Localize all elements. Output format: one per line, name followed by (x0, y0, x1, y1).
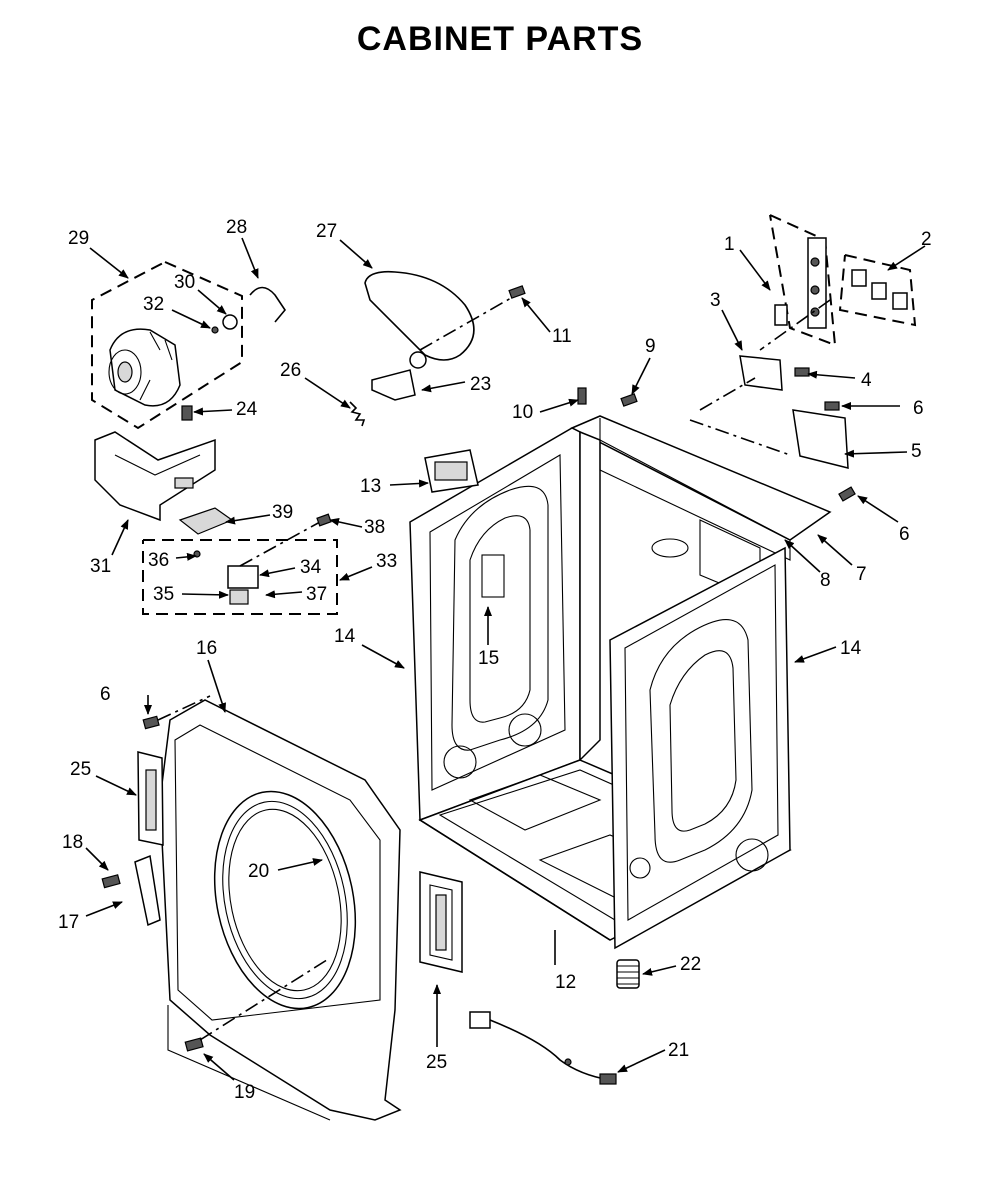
callout-12: 12 (555, 972, 576, 993)
callout-3: 3 (710, 290, 721, 311)
callout-6: 6 (100, 684, 111, 705)
callout-25: 25 (426, 1052, 447, 1073)
callout-7: 7 (856, 564, 867, 585)
callout-16: 16 (196, 638, 217, 659)
callout-25: 25 (70, 759, 91, 780)
callout-30: 30 (174, 272, 195, 293)
callout-27: 27 (316, 221, 337, 242)
callout-4: 4 (861, 370, 872, 391)
callout-14: 14 (334, 626, 356, 647)
callout-11: 11 (552, 326, 572, 347)
callout-8: 8 (820, 570, 831, 591)
callout-23: 23 (470, 374, 491, 395)
callout-28: 28 (226, 217, 247, 238)
callout-21: 21 (668, 1040, 689, 1061)
callout-17: 17 (58, 912, 79, 933)
front-strip-left (137, 751, 164, 846)
insulation-pad (178, 507, 234, 535)
callout-6: 6 (913, 398, 924, 419)
callout-15: 15 (478, 648, 499, 669)
door-latch (101, 695, 331, 1052)
callout-39: 39 (272, 502, 293, 523)
callout-9: 9 (645, 336, 656, 357)
callout-labels: 1 2 3 4 5 6 6 6 7 8 9 10 11 12 13 14 14 … (58, 217, 932, 1103)
idler-assembly (371, 285, 526, 401)
callout-10: 10 (512, 402, 533, 423)
leader-lines (85, 237, 926, 1081)
page-title: CABINET PARTS (356, 20, 644, 58)
callout-35: 35 (153, 584, 174, 605)
callout-31: 31 (90, 556, 111, 577)
callout-33: 33 (376, 551, 397, 572)
callout-38: 38 (364, 517, 385, 538)
power-cord (469, 1011, 617, 1085)
motor-bracket (94, 405, 216, 522)
callout-13: 13 (360, 476, 381, 497)
callout-1: 1 (724, 234, 735, 255)
tension-spring (349, 401, 366, 427)
callout-6: 6 (899, 524, 910, 545)
callout-22: 22 (680, 954, 701, 975)
sensor-box (142, 513, 338, 615)
callout-34: 34 (300, 557, 322, 578)
callout-26: 26 (280, 360, 301, 381)
callout-24: 24 (236, 399, 258, 420)
callout-18: 18 (62, 832, 83, 853)
motor-wire (249, 286, 286, 323)
callout-37: 37 (306, 584, 327, 605)
leveling-foot (616, 959, 640, 989)
front-panel (159, 699, 402, 1121)
front-strip-center (419, 871, 463, 973)
callout-20: 20 (248, 861, 269, 882)
callout-36: 36 (148, 550, 169, 571)
callout-2: 2 (921, 229, 932, 250)
callout-14: 14 (840, 638, 862, 659)
callout-32: 32 (143, 294, 164, 315)
callout-19: 19 (234, 1082, 255, 1103)
top-right-bracket-group (577, 214, 917, 502)
callout-5: 5 (911, 441, 922, 462)
control-bracket (424, 449, 479, 493)
motor-assembly (91, 261, 243, 430)
cabinet-body (409, 415, 832, 950)
drive-belt (364, 270, 475, 361)
callout-29: 29 (68, 228, 89, 249)
